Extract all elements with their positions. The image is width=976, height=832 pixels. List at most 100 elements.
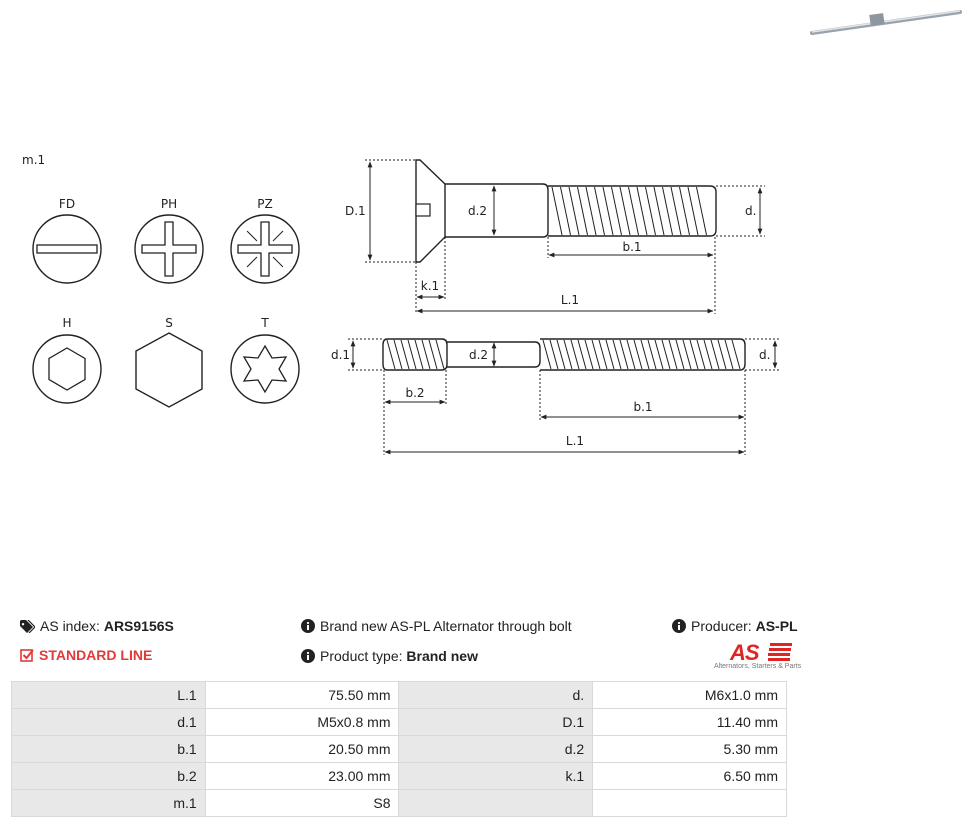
thread-line [577,339,587,370]
thread-line [647,339,657,370]
spec-value: S8 [204,789,400,817]
logo-tagline: Alternators, Starters & Parts [714,663,802,670]
thread-line [636,186,648,236]
technical-drawing: m.1 FD PH PZ H S [22,10,962,455]
flat-slot-icon [32,214,102,284]
logo-stripes-icon [768,643,792,661]
head-ph: PH [134,197,204,284]
thread-line [428,339,438,370]
product-thumbnail[interactable] [810,10,962,35]
thread-line [626,339,636,370]
thread-line [549,339,559,370]
description-text: Brand new AS-PL Alternator through bolt [320,618,572,634]
spec-value: 23.00 mm [204,762,400,790]
thread-line [584,339,594,370]
product-type: Product type: Brand new [301,648,478,664]
as-index: AS index: ARS9156S [20,618,174,634]
spec-value: M6x1.0 mm [592,681,787,709]
thread-line [556,339,566,370]
head-s: S [135,316,203,408]
producer-label: Producer: [691,618,752,634]
info-icon [672,619,686,633]
thread-line [668,339,678,370]
thread-line [661,339,671,370]
as-index-value: ARS9156S [103,618,174,634]
dim-label: d. [759,348,770,362]
dim-label: b.1 [622,240,641,254]
thread-line [551,186,563,236]
dim-label: b.2 [405,386,424,400]
thread-line [585,186,597,236]
dim-label: L.1 [561,293,579,307]
bolt-bottom-drawing: d.1 d.2 d. b.2 b.1 L.1 [331,338,780,455]
hex-socket-icon [32,334,102,404]
pozidriv-icon [230,214,300,284]
thread-line [563,339,573,370]
thread-line [724,339,734,370]
description: Brand new AS-PL Alternator through bolt [301,618,572,634]
dim-label: b.1 [633,400,652,414]
dim-label: L.1 [566,434,584,448]
thread-line [612,339,622,370]
thread-line [682,339,692,370]
thread-line [731,339,741,370]
product-type-label: Product type: [320,648,403,664]
spec-value: M5x0.8 mm [204,708,400,736]
thread-line [570,339,580,370]
bolt-top-drawing: D.1 d.2 d. b.1 k.1 L.1 [345,159,765,314]
spec-key: b.2 [11,762,206,790]
dim-label: k.1 [421,279,439,293]
standard-line-label: STANDARD LINE [39,647,153,663]
spec-value: 75.50 mm [204,681,400,709]
thread-line [421,339,431,370]
thread-line [717,339,727,370]
thread-line [605,339,615,370]
thread-line [640,339,650,370]
spec-key: L.1 [11,681,206,709]
producer-value: AS-PL [755,618,798,634]
thread-line [560,186,571,236]
head-label: FD [59,197,75,211]
spec-value: 6.50 mm [592,762,787,790]
head-label: H [62,316,71,330]
head-label: PH [161,197,177,211]
product-type-value: Brand new [406,648,478,664]
thread-line [386,339,396,370]
spec-key: m.1 [11,789,206,817]
thread-line [662,186,673,236]
spec-value: 5.30 mm [592,735,787,763]
thread-line [696,186,707,236]
head-style-label: m.1 [22,153,45,167]
torx-icon [230,334,300,404]
head-label: T [260,316,269,330]
head-t: T [230,316,300,404]
thread-line [654,339,664,370]
spec-key: b.1 [11,735,206,763]
tag-icon [20,620,35,633]
thread-line [619,339,629,370]
spec-key: d. [398,681,594,709]
thread-line [400,339,410,370]
thread-line [435,339,445,370]
phillips-icon [134,214,204,284]
logo-mark: AS [730,640,760,665]
thread-line [594,186,605,236]
thread-line [670,186,682,236]
thread-line [577,186,588,236]
producer: Producer: AS-PL [672,618,798,634]
thread-line [703,339,713,370]
thread-line [710,339,720,370]
thread-line [407,339,417,370]
info-icon [301,649,315,663]
spec-key: d.1 [11,708,206,736]
standard-line: STANDARD LINE [20,647,152,663]
thread-line [628,186,639,236]
thread-line [679,186,690,236]
dim-label: d.2 [469,348,488,362]
thread-line [689,339,699,370]
spec-value: 11.40 mm [592,708,787,736]
